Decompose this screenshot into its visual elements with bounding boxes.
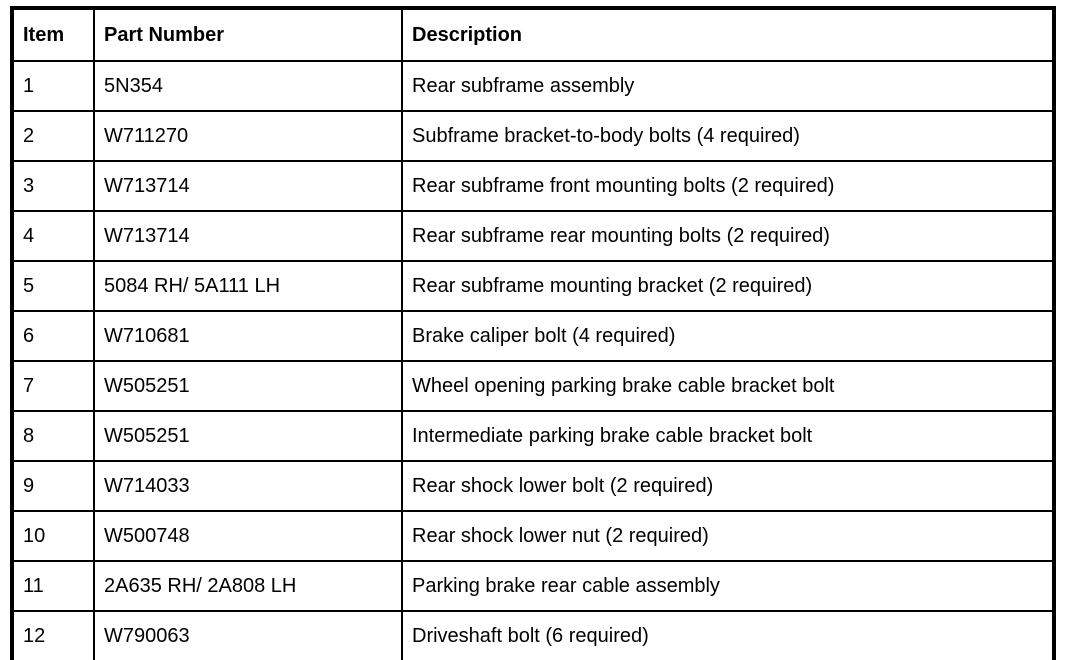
table-body: 1 5N354 Rear subframe assembly 2 W711270… <box>14 61 1052 660</box>
table-row: 4 W713714 Rear subframe rear mounting bo… <box>14 211 1052 262</box>
cell-description: Parking brake rear cable assembly <box>402 561 1052 612</box>
cell-item: 7 <box>14 361 95 412</box>
table-row: 2 W711270 Subframe bracket-to-body bolts… <box>14 111 1052 162</box>
column-header-item: Item <box>14 10 95 62</box>
column-header-part-number: Part Number <box>94 10 403 62</box>
cell-item: 3 <box>14 161 95 212</box>
table-row: 5 5084 RH/ 5A111 LH Rear subframe mounti… <box>14 261 1052 312</box>
cell-item: 10 <box>14 511 95 562</box>
cell-description: Rear subframe front mounting bolts (2 re… <box>402 161 1052 212</box>
table-header-row: Item Part Number Description <box>14 10 1052 62</box>
cell-part-number: 2A635 RH/ 2A808 LH <box>94 561 403 612</box>
cell-description: Rear shock lower bolt (2 required) <box>402 461 1052 512</box>
cell-part-number: 5N354 <box>94 61 403 112</box>
cell-description: Rear subframe mounting bracket (2 requir… <box>402 261 1052 312</box>
cell-item: 9 <box>14 461 95 512</box>
cell-part-number: W710681 <box>94 311 403 362</box>
cell-item: 4 <box>14 211 95 262</box>
cell-item: 8 <box>14 411 95 462</box>
table-row: 7 W505251 Wheel opening parking brake ca… <box>14 361 1052 412</box>
cell-description: Wheel opening parking brake cable bracke… <box>402 361 1052 412</box>
cell-description: Subframe bracket-to-body bolts (4 requir… <box>402 111 1052 162</box>
cell-part-number: W711270 <box>94 111 403 162</box>
table-row: 10 W500748 Rear shock lower nut (2 requi… <box>14 511 1052 562</box>
table-row: 9 W714033 Rear shock lower bolt (2 requi… <box>14 461 1052 512</box>
cell-item: 5 <box>14 261 95 312</box>
cell-item: 1 <box>14 61 95 112</box>
table-row: 11 2A635 RH/ 2A808 LH Parking brake rear… <box>14 561 1052 612</box>
cell-part-number: W714033 <box>94 461 403 512</box>
table-header: Item Part Number Description <box>14 10 1052 62</box>
parts-table: Item Part Number Description 1 5N354 Rea… <box>14 10 1052 660</box>
cell-item: 6 <box>14 311 95 362</box>
column-header-description: Description <box>402 10 1052 62</box>
cell-part-number: W713714 <box>94 211 403 262</box>
cell-item: 11 <box>14 561 95 612</box>
cell-description: Rear subframe assembly <box>402 61 1052 112</box>
cell-part-number: W713714 <box>94 161 403 212</box>
table-row: 6 W710681 Brake caliper bolt (4 required… <box>14 311 1052 362</box>
cell-description: Rear subframe rear mounting bolts (2 req… <box>402 211 1052 262</box>
cell-part-number: W500748 <box>94 511 403 562</box>
cell-part-number: W505251 <box>94 411 403 462</box>
cell-description: Brake caliper bolt (4 required) <box>402 311 1052 362</box>
cell-description: Rear shock lower nut (2 required) <box>402 511 1052 562</box>
cell-part-number: W505251 <box>94 361 403 412</box>
table-row: 1 5N354 Rear subframe assembly <box>14 61 1052 112</box>
table-row: 3 W713714 Rear subframe front mounting b… <box>14 161 1052 212</box>
parts-table-container: Item Part Number Description 1 5N354 Rea… <box>10 6 1056 660</box>
cell-item: 2 <box>14 111 95 162</box>
cell-part-number: 5084 RH/ 5A111 LH <box>94 261 403 312</box>
table-row: 8 W505251 Intermediate parking brake cab… <box>14 411 1052 462</box>
cell-description: Intermediate parking brake cable bracket… <box>402 411 1052 462</box>
